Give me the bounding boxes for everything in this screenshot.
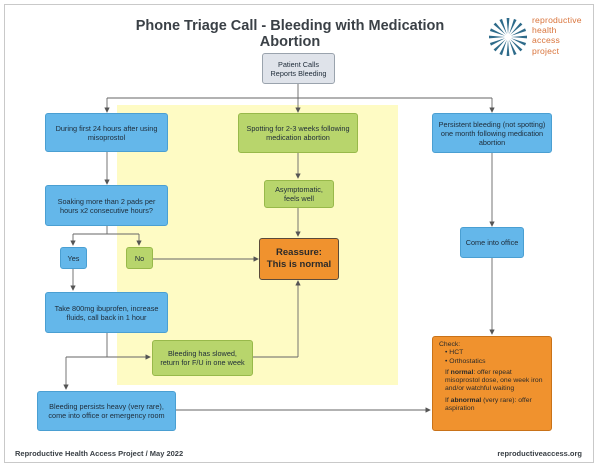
node-spotting: Spotting for 2-3 weeks following medicat… <box>238 113 358 153</box>
check-normal: If normal: offer repeat misoprostol dose… <box>445 369 545 394</box>
rhap-logo-icon <box>489 18 527 56</box>
node-asymptomatic: Asymptomatic, feels well <box>264 180 334 208</box>
logo-text: reproductive health access project <box>532 15 582 56</box>
check-normal-word: normal <box>450 368 474 376</box>
page-title: Phone Triage Call - Bleeding with Medica… <box>135 18 445 50</box>
check-item: Orthostatics <box>445 358 545 366</box>
node-soaking-question: Soaking more than 2 pads per hours x2 co… <box>45 185 168 226</box>
node-bleeding-slowed: Bleeding has slowed, return for F/U in o… <box>152 340 253 376</box>
check-abnormal-word: abnormal <box>450 396 482 404</box>
check-heading: Check: <box>439 341 461 348</box>
logo-line: access <box>532 35 560 46</box>
footer-website-link[interactable]: reproductiveaccess.org <box>497 449 582 458</box>
node-patient-calls: Patient Calls Reports Bleeding <box>262 53 335 84</box>
check-list: HCT Orthostatics <box>439 349 545 366</box>
check-abnormal-prefix: If <box>445 396 451 404</box>
check-normal-rest: : offer repeat misoprostol dose, one wee… <box>445 368 543 393</box>
check-normal-prefix: If <box>445 368 451 376</box>
check-abnormal: If abnormal (very rare): offer aspiratio… <box>445 397 545 414</box>
node-check: Check: HCT Orthostatics If normal: offer… <box>432 336 552 431</box>
node-take-ibuprofen: Take 800mg ibuprofen, increase fluids, c… <box>45 292 168 333</box>
node-first-24-hours: During first 24 hours after using misopr… <box>45 113 168 152</box>
check-abnormal-rest: (very rare): offer aspiration <box>445 396 532 413</box>
node-no: No <box>126 247 153 269</box>
node-yes: Yes <box>60 247 87 269</box>
node-persistent-bleeding: Persistent bleeding (not spotting) one m… <box>432 113 552 153</box>
check-item: HCT <box>445 349 545 357</box>
logo-line: reproductive <box>532 15 582 25</box>
logo-line: project <box>532 45 560 56</box>
node-reassure: Reassure: This is normal <box>259 238 339 280</box>
node-bleeding-persists-heavy: Bleeding persists heavy (very rare), com… <box>37 391 176 431</box>
footer-credit: Reproductive Health Access Project / May… <box>15 449 184 458</box>
node-come-into-office: Come into office <box>460 227 524 258</box>
logo-line: health <box>532 25 557 36</box>
